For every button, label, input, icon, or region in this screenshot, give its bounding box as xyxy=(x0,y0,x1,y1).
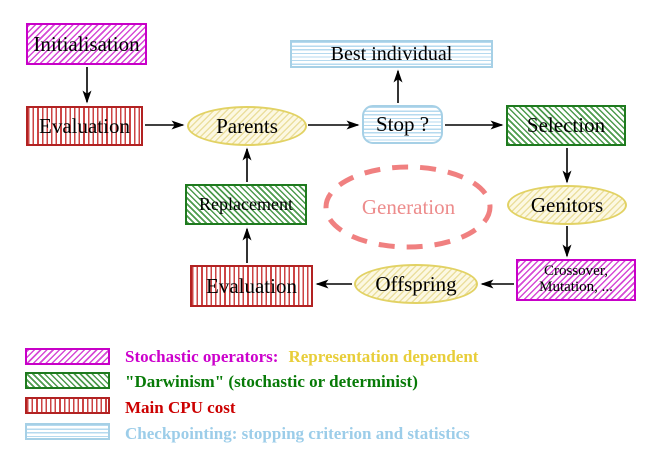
node-selection: Selection xyxy=(506,105,626,146)
generation-cycle-label: Generation xyxy=(325,194,492,220)
node-offspring: Offspring xyxy=(354,264,478,304)
legend-item-stochastic-operators: Stochastic operators: Representation depe… xyxy=(125,347,478,367)
legend-item-darwinism: "Darwinism" (stochastic or determinist) xyxy=(125,372,418,392)
generation-cycle-text: Generation xyxy=(361,194,456,219)
node-stop-label: Stop ? xyxy=(375,112,430,137)
legend-cpu-label: Main CPU cost xyxy=(125,398,236,417)
node-genitors: Genitors xyxy=(507,185,627,225)
node-best-individual-label: Best individual xyxy=(330,42,453,65)
magenta-diagonal-hatch-swatch xyxy=(25,348,110,365)
node-parents-label: Parents xyxy=(216,113,278,138)
node-replacement: Replacement xyxy=(185,184,307,225)
legend-checkpointing-label: Checkpointing: stopping criterion and st… xyxy=(125,424,470,443)
node-stop: Stop ? xyxy=(362,105,443,144)
node-replacement-label: Replacement xyxy=(199,194,293,215)
legend-item-checkpointing: Checkpointing: stopping criterion and st… xyxy=(125,424,470,444)
node-parents: Parents xyxy=(187,106,307,146)
node-evaluation-top: Evaluation xyxy=(26,106,143,146)
legend-darwinism-label: "Darwinism" (stochastic or determinist) xyxy=(125,372,418,391)
red-vertical-stripe-swatch xyxy=(25,397,110,414)
node-evaluation-top-label: Evaluation xyxy=(39,113,130,138)
node-genitors-label: Genitors xyxy=(530,192,604,217)
green-diagonal-hatch-swatch xyxy=(25,372,110,389)
node-evaluation-bottom-label: Evaluation xyxy=(206,273,297,298)
cyan-horizontal-stripe-swatch xyxy=(25,423,110,440)
node-selection-label: Selection xyxy=(526,113,606,138)
node-offspring-label: Offspring xyxy=(375,271,457,296)
node-initialisation-label: Initialisation xyxy=(33,31,140,56)
node-crossover-label-line2: Mutation, ... xyxy=(539,279,613,295)
node-initialisation: Initialisation xyxy=(26,23,147,65)
node-crossover-label-line1: Crossover, xyxy=(544,263,608,280)
node-evaluation-bottom: Evaluation xyxy=(190,265,313,307)
legend-item-main-cpu-cost: Main CPU cost xyxy=(125,398,235,418)
legend-stochastic-label: Stochastic operators: xyxy=(125,347,279,366)
legend-representation-label: Representation dependent xyxy=(288,347,479,366)
node-best-individual: Best individual xyxy=(290,40,493,68)
node-crossover-mutation: Crossover, Mutation, ... xyxy=(516,259,636,301)
